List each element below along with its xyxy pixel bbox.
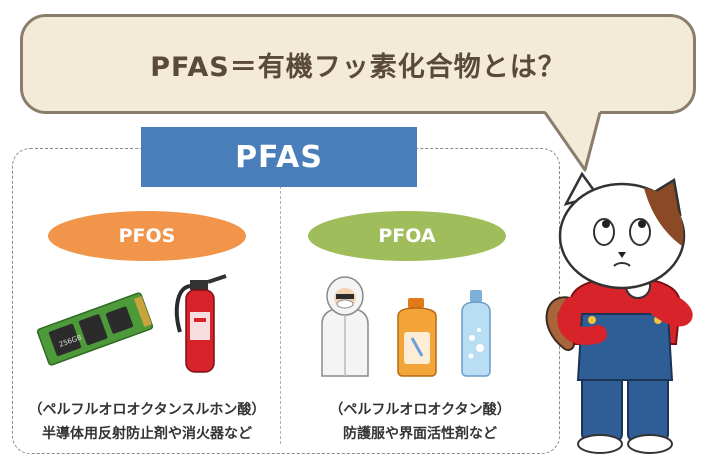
pfoa-uses: 防護服や界面活性剤など	[343, 426, 497, 442]
speech-title: PFAS＝有機フッ素化合物とは？	[150, 51, 566, 83]
pfas-header: PFAS	[141, 127, 417, 187]
protective-suit-icon	[321, 276, 369, 377]
thinking-cat-icon	[545, 171, 693, 454]
detergent-bottle-icon	[397, 298, 437, 377]
ssd-chip-icon: 256GB	[36, 292, 154, 366]
pfoa-description: （ペルフルオロオクタン酸） 防護服や界面活性剤など	[282, 398, 558, 446]
column-divider	[280, 186, 281, 444]
pfoa-pill: PFOA	[308, 211, 506, 261]
pfoa-full-name: （ペルフルオロオクタン酸）	[329, 402, 511, 418]
pfos-pill: PFOS	[48, 211, 246, 261]
pfos-uses: 半導体用反射防止剤や消火器など	[42, 426, 252, 442]
pfos-description: （ペルフルオロオクタンスルホン酸） 半導体用反射防止剤や消火器など	[14, 398, 280, 446]
pfos-full-name: （ペルフルオロオクタンスルホン酸）	[28, 402, 266, 418]
spray-bottle-icon	[461, 290, 491, 377]
fire-extinguisher-icon	[174, 274, 227, 373]
speech-bubble: PFAS＝有機フッ素化合物とは？	[20, 14, 696, 114]
